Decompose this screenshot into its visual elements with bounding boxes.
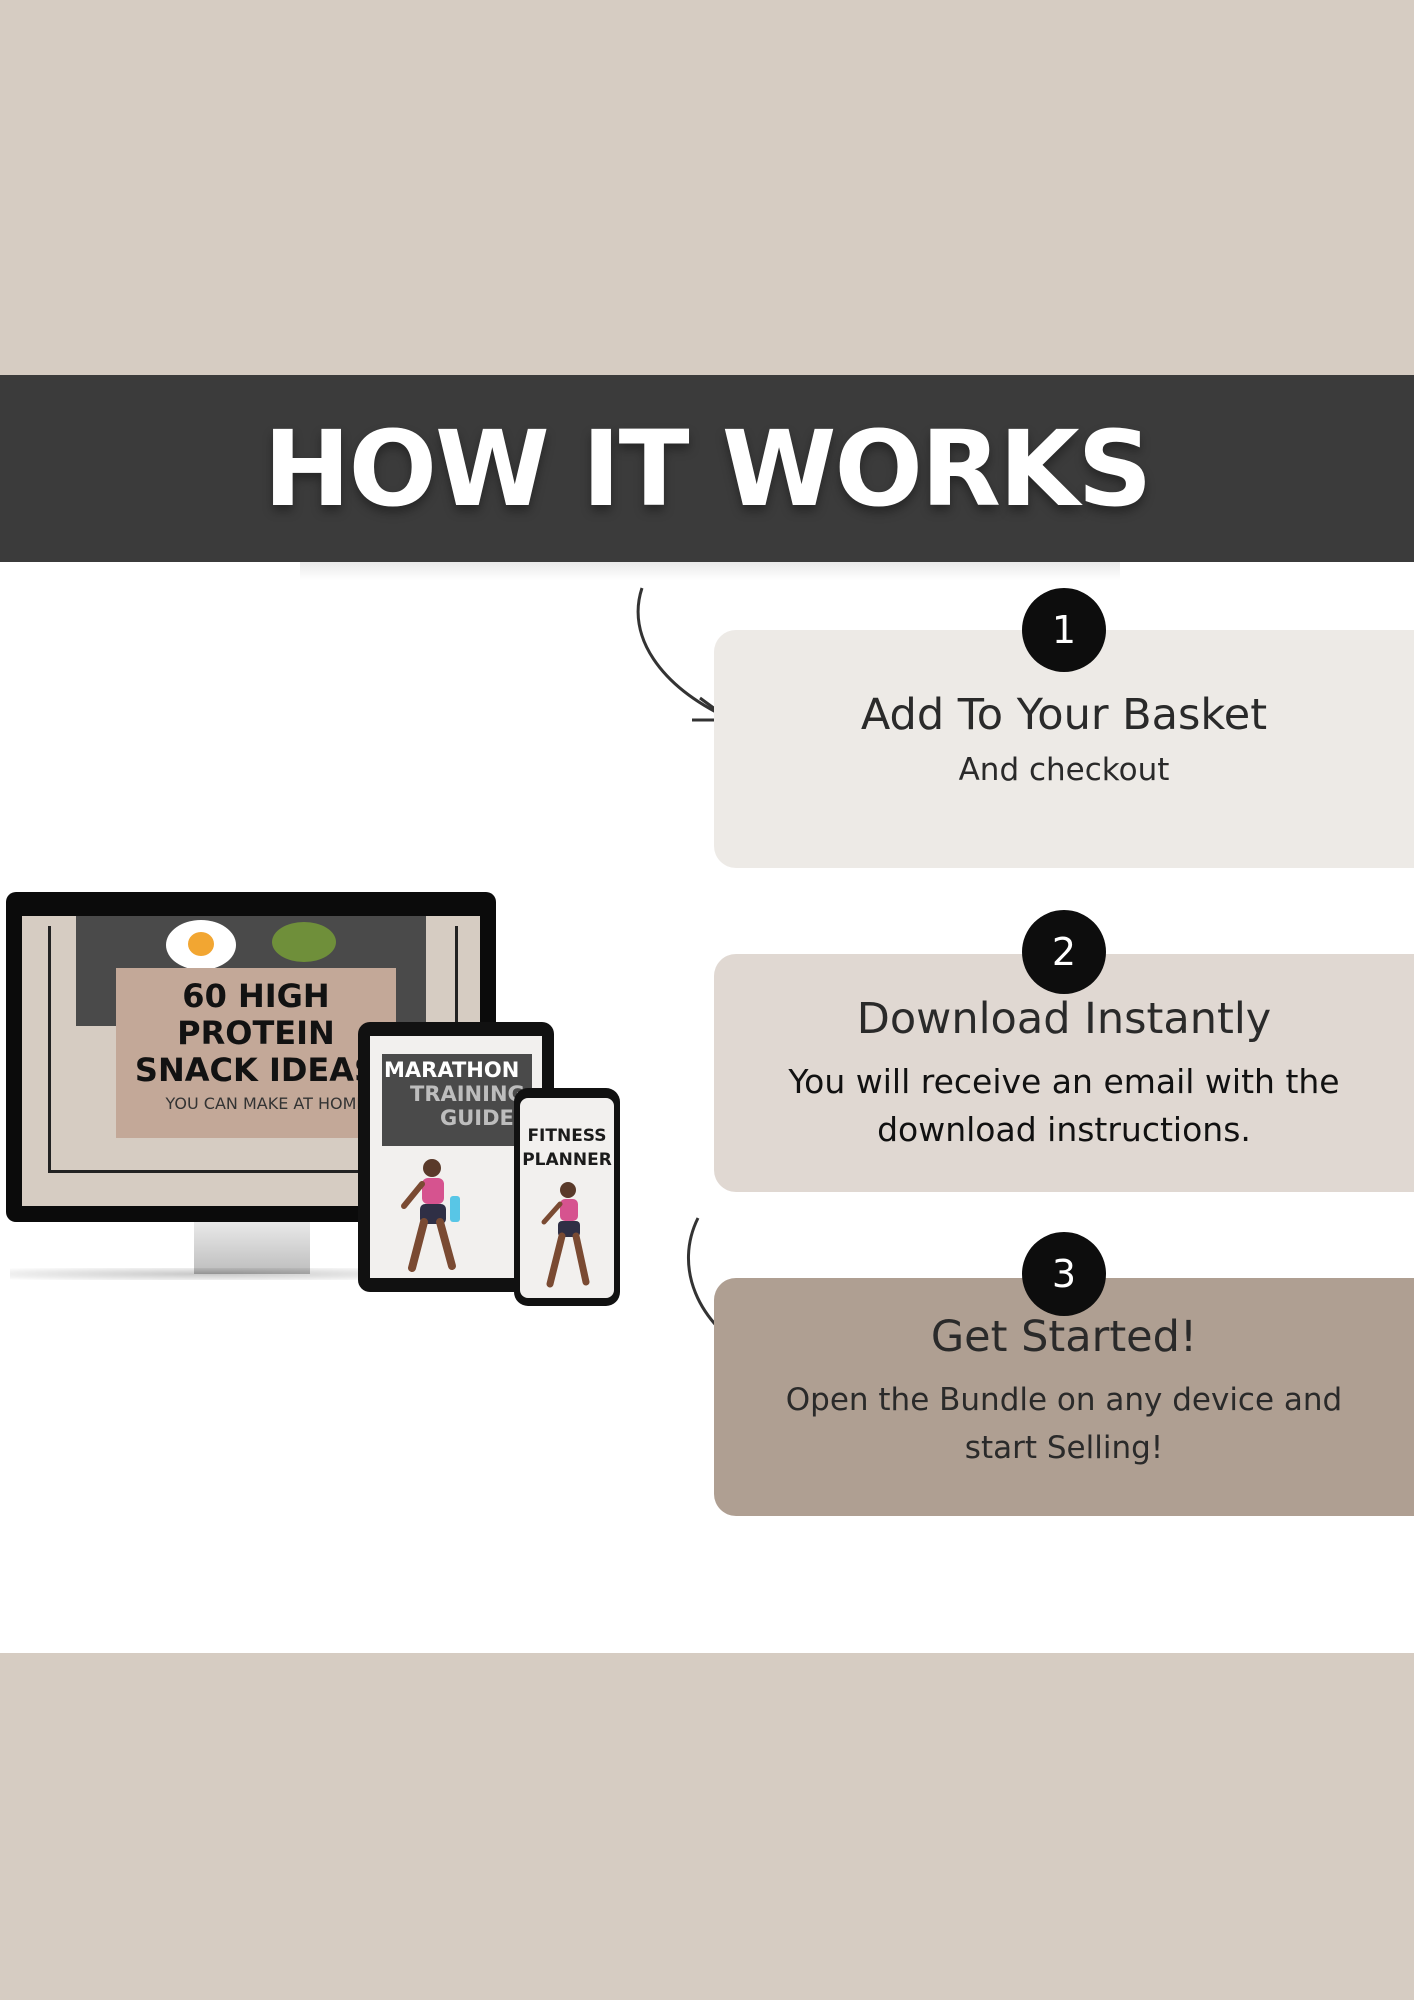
step-number-badge: 1: [1022, 588, 1106, 672]
guide-title-line: TRAINING: [410, 1082, 525, 1106]
banner-shadow: [300, 562, 1120, 580]
ebook-cover-card: 60 HIGH PROTEIN SNACK IDEAS YOU CAN MAKE…: [116, 968, 396, 1138]
tablet-screen: MARATHON TRAINING GUIDE: [370, 1036, 542, 1278]
how-it-works-banner: HOW IT WORKS: [0, 375, 1414, 562]
planner-title: FITNESS PLANNER: [522, 1126, 612, 1170]
runner-illustration: [541, 1182, 590, 1288]
guide-title-line: MARATHON: [384, 1058, 520, 1082]
step-number-badge: 2: [1022, 910, 1106, 994]
ebook-subtitle: YOU CAN MAKE AT HOME: [165, 1094, 367, 1113]
avocado-illustration: [272, 922, 336, 962]
guide-title-line: GUIDE: [440, 1106, 514, 1130]
step-title: Get Started!: [930, 1312, 1198, 1362]
ebook-title: 60 HIGH PROTEIN SNACK IDEAS: [134, 977, 378, 1089]
page-title: HOW IT WORKS: [263, 407, 1153, 530]
monitor-stand: [194, 1222, 310, 1274]
guide-title-block: [382, 1054, 532, 1146]
step-title: Add To Your Basket: [860, 690, 1268, 740]
step-number-badge: 3: [1022, 1232, 1106, 1316]
phone-screen: FITNESS PLANNER: [520, 1098, 614, 1298]
monitor-shadow: [10, 1268, 410, 1280]
phone-mockup: FITNESS PLANNER: [514, 1088, 620, 1306]
step-card-get-started: Get Started! Open the Bundle on any devi…: [714, 1278, 1414, 1516]
step-subtitle: You will receive an email with the downl…: [788, 1062, 1340, 1149]
tablet-mockup: MARATHON TRAINING GUIDE: [358, 1022, 554, 1292]
yolk-illustration: [188, 932, 214, 956]
step-title: Download Instantly: [856, 994, 1272, 1044]
step-subtitle: And checkout: [958, 752, 1170, 788]
step-subtitle: Open the Bundle on any device and start …: [785, 1382, 1343, 1466]
runner-illustration: [401, 1159, 460, 1272]
